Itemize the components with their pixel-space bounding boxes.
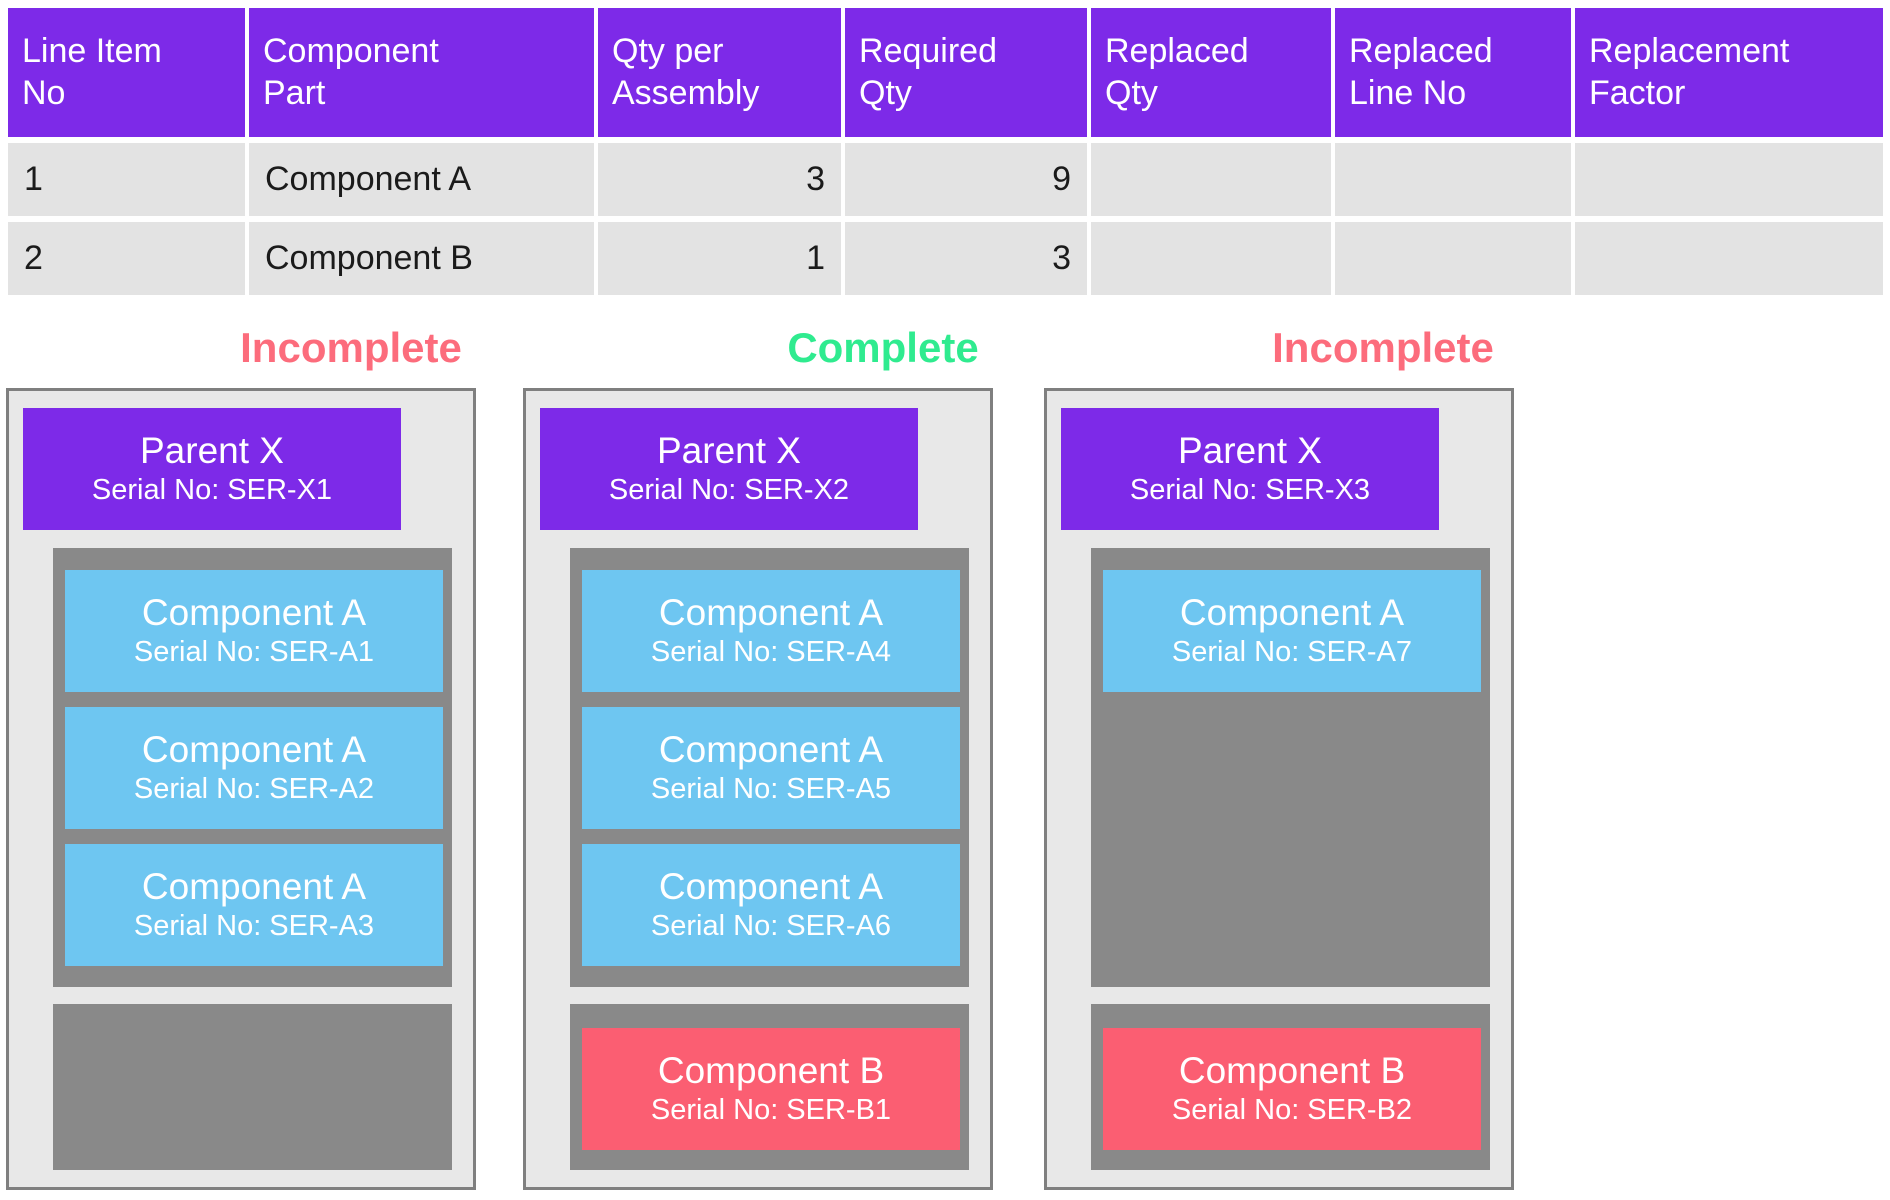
parent-box: Parent X Serial No: SER-X1 — [23, 408, 401, 530]
cell-qty-per-assembly: 3 — [598, 143, 841, 216]
component-title: Component A — [141, 866, 367, 908]
component-a-box: Component A Serial No: SER-A7 — [1103, 570, 1481, 692]
header-replaced-qty: Replaced Qty — [1091, 8, 1331, 137]
component-serial: Serial No: SER-B1 — [650, 1093, 892, 1126]
component-serial: Serial No: SER-A4 — [650, 635, 892, 668]
cell-replaced-line-no — [1335, 143, 1571, 216]
component-title: Component B — [657, 1050, 885, 1092]
parent-title: Parent X — [657, 430, 801, 472]
component-title: Component A — [658, 729, 884, 771]
header-required-qty: Required Qty — [845, 8, 1087, 137]
header-replaced-line-no: Replaced Line No — [1335, 8, 1571, 137]
component-a-box: Component A Serial No: SER-A4 — [582, 570, 960, 692]
cell-component-part: Component A — [249, 143, 594, 216]
component-a-box: Component A Serial No: SER-A6 — [582, 844, 960, 966]
assembly-panel-1: Parent X Serial No: SER-X1 Component A S… — [6, 388, 476, 1190]
component-serial: Serial No: SER-A1 — [133, 635, 375, 668]
bom-row-2: 2 Component B 1 3 — [8, 222, 1883, 295]
component-title: Component A — [1179, 592, 1405, 634]
component-a-slot: Component A Serial No: SER-A1 Component … — [53, 548, 452, 987]
status-label-panel-2: Complete — [787, 324, 979, 371]
cell-replaced-line-no — [1335, 222, 1571, 295]
cell-replacement-factor — [1575, 143, 1883, 216]
parent-serial: Serial No: SER-X3 — [1129, 473, 1371, 506]
assembly-panel-3: Parent X Serial No: SER-X3 Component A S… — [1044, 388, 1514, 1190]
cell-required-qty: 9 — [845, 143, 1087, 216]
status-label-panel-1: Incomplete — [240, 324, 462, 371]
cell-line-item-no: 1 — [8, 143, 245, 216]
cell-required-qty: 3 — [845, 222, 1087, 295]
component-serial: Serial No: SER-B2 — [1171, 1093, 1413, 1126]
component-title: Component A — [658, 866, 884, 908]
component-b-slot: Component B Serial No: SER-B1 — [570, 1004, 969, 1170]
header-component-part: Component Part — [249, 8, 594, 137]
header-qty-per-assembly: Qty per Assembly — [598, 8, 841, 137]
cell-line-item-no: 2 — [8, 222, 245, 295]
cell-replacement-factor — [1575, 222, 1883, 295]
component-b-box: Component B Serial No: SER-B2 — [1103, 1028, 1481, 1150]
bom-row-1: 1 Component A 3 9 — [8, 143, 1883, 216]
parent-title: Parent X — [1178, 430, 1322, 472]
parent-title: Parent X — [140, 430, 284, 472]
component-a-slot: Component A Serial No: SER-A4 Component … — [570, 548, 969, 987]
component-serial: Serial No: SER-A6 — [650, 909, 892, 942]
component-b-slot-empty — [53, 1004, 452, 1170]
component-a-box: Component A Serial No: SER-A3 — [65, 844, 443, 966]
component-a-box: Component A Serial No: SER-A1 — [65, 570, 443, 692]
parent-box: Parent X Serial No: SER-X2 — [540, 408, 918, 530]
component-title: Component A — [141, 592, 367, 634]
component-b-slot: Component B Serial No: SER-B2 — [1091, 1004, 1490, 1170]
cell-replaced-qty — [1091, 143, 1331, 216]
component-a-box: Component A Serial No: SER-A2 — [65, 707, 443, 829]
header-line-item-no: Line Item No — [8, 8, 245, 137]
bom-table: Line Item No Component Part Qty per Asse… — [4, 2, 1887, 301]
parent-serial: Serial No: SER-X1 — [91, 473, 333, 506]
component-title: Component A — [658, 592, 884, 634]
component-serial: Serial No: SER-A2 — [133, 772, 375, 805]
component-serial: Serial No: SER-A3 — [133, 909, 375, 942]
parent-serial: Serial No: SER-X2 — [608, 473, 850, 506]
component-serial: Serial No: SER-A5 — [650, 772, 892, 805]
component-title: Component B — [1178, 1050, 1406, 1092]
component-title: Component A — [141, 729, 367, 771]
parent-box: Parent X Serial No: SER-X3 — [1061, 408, 1439, 530]
cell-qty-per-assembly: 1 — [598, 222, 841, 295]
component-a-box: Component A Serial No: SER-A5 — [582, 707, 960, 829]
header-replacement-factor: Replacement Factor — [1575, 8, 1883, 137]
status-label-panel-3: Incomplete — [1272, 324, 1494, 371]
cell-component-part: Component B — [249, 222, 594, 295]
component-a-slot: Component A Serial No: SER-A7 — [1091, 548, 1490, 987]
bom-header-row: Line Item No Component Part Qty per Asse… — [8, 8, 1883, 137]
component-b-box: Component B Serial No: SER-B1 — [582, 1028, 960, 1150]
component-serial: Serial No: SER-A7 — [1171, 635, 1413, 668]
assembly-panel-2: Parent X Serial No: SER-X2 Component A S… — [523, 388, 993, 1190]
cell-replaced-qty — [1091, 222, 1331, 295]
